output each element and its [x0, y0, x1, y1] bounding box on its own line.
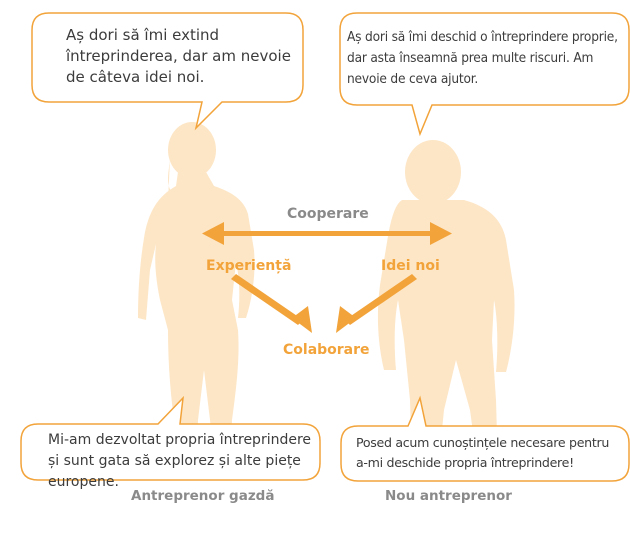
- speech-bubble-host-top: [31, 12, 304, 131]
- speech-new-top-text: Aș dori să îmi deschid o întreprindere p…: [347, 29, 618, 87]
- speech-bubble-host-bottom: [20, 395, 321, 481]
- new-entrepreneur-caption: Nou antreprenor: [385, 488, 512, 504]
- speech-host-top-text: Aș dori să îmi extind întreprinderea, da…: [66, 26, 291, 86]
- experience-label: Experiență: [206, 258, 292, 274]
- new-entrepreneur-silhouette: [377, 140, 515, 470]
- collaboration-label: Colaborare: [283, 342, 370, 358]
- speech-bubble-new-top: [339, 12, 630, 137]
- cooperation-arrow: [202, 222, 452, 245]
- speech-host-bottom-text: Mi-am dezvoltat propria întreprindere și…: [48, 432, 312, 490]
- host-entrepreneur-silhouette: [138, 122, 255, 470]
- new-ideas-label: Idei noi: [381, 258, 440, 274]
- speech-bubble-new-bottom: [340, 395, 630, 482]
- host-entrepreneur-caption: Antreprenor gazdă: [131, 488, 275, 504]
- experience-arrow: [231, 274, 312, 333]
- new-ideas-arrow: [336, 274, 417, 333]
- cooperation-label: Cooperare: [287, 206, 369, 222]
- speech-new-bottom-text: Posed acum cunoștințele necesare pentru …: [356, 435, 610, 470]
